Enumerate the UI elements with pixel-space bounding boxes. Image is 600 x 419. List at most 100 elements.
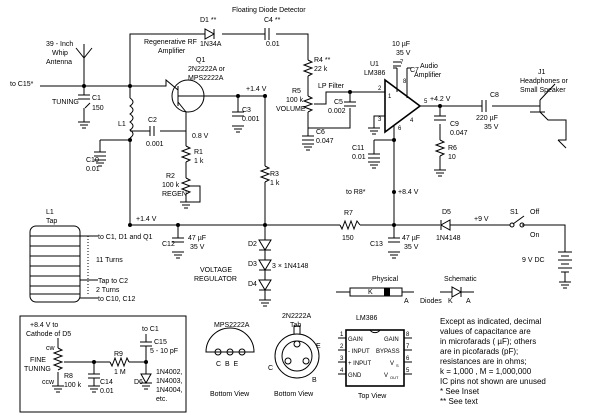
d5-value: 1N4148 bbox=[436, 235, 461, 242]
mps-bottom-view: Bottom View bbox=[210, 391, 250, 398]
lp-filter: LP Filter bbox=[318, 83, 345, 90]
d6-value1: 1N4002, bbox=[156, 369, 183, 376]
c13-value2: 35 V bbox=[404, 244, 419, 251]
pin1: 1 bbox=[388, 94, 392, 100]
diode-a2: A bbox=[466, 298, 471, 305]
c13-value1: 47 µF bbox=[402, 235, 420, 242]
turns-11: 11 Turns bbox=[96, 257, 123, 264]
c7-label: C7 bbox=[410, 67, 419, 74]
lm-input-plus: + INPUT bbox=[348, 361, 372, 367]
vreg-line2: REGULATOR bbox=[194, 276, 237, 283]
c5-label: C5 bbox=[334, 99, 343, 106]
r3-label: R3 bbox=[270, 171, 279, 178]
c11-value: 0.01 bbox=[352, 154, 366, 161]
c1-value: 150 bbox=[92, 105, 104, 112]
c4-label: C4 ** bbox=[264, 17, 281, 24]
diode-a1: A bbox=[404, 298, 409, 305]
antenna-line2: Whip bbox=[52, 50, 68, 57]
c12-value2: 35 V bbox=[190, 244, 205, 251]
lm386-title: LM386 bbox=[356, 315, 378, 322]
v14b-label: +1.4 V bbox=[136, 216, 157, 223]
s1-label: S1 bbox=[510, 209, 519, 216]
fine-tuning-line2: TUNING bbox=[24, 366, 51, 373]
inset-line2: Cathode of D5 bbox=[26, 331, 71, 338]
turns-2: 2 Turns bbox=[96, 287, 120, 294]
u1-value: LM386 bbox=[364, 70, 386, 77]
pin5: 5 bbox=[424, 99, 428, 105]
tap-to-c2: Tap to C2 bbox=[98, 278, 128, 285]
d6-value3: 1N4004, bbox=[156, 387, 183, 394]
physical-label: Physical bbox=[372, 276, 399, 283]
coil-detail bbox=[29, 225, 98, 303]
c15-label: C15 bbox=[154, 339, 167, 346]
lm-vs-sub: S bbox=[396, 363, 399, 368]
transistor-packages bbox=[205, 325, 412, 387]
note-line7: IC pins not shown are unused bbox=[440, 377, 546, 386]
note-line4: are in picofarads (pF); bbox=[440, 347, 518, 356]
pin8: 8 bbox=[403, 79, 407, 85]
ccw-label: ccw bbox=[42, 379, 55, 386]
diode-k2: K bbox=[448, 298, 453, 305]
note-line9: ** See text bbox=[440, 397, 479, 406]
lm-top-view: Top View bbox=[358, 393, 387, 400]
v14a-label: +1.4 V bbox=[246, 86, 267, 93]
audio-amp-line2: Amplifier bbox=[414, 72, 442, 79]
r6-value: 10 bbox=[448, 154, 456, 161]
l1-label: L1 bbox=[118, 121, 126, 128]
c3-value: 0.001 bbox=[242, 116, 260, 123]
coil-l1-label: L1 bbox=[46, 209, 54, 216]
c7-value1: 10 µF bbox=[392, 41, 410, 48]
d6-label: D6 bbox=[134, 379, 143, 386]
cw-label: cw bbox=[46, 345, 56, 352]
c4-value: 0.01 bbox=[266, 41, 280, 48]
c10-value: 0.01 bbox=[86, 166, 100, 173]
d3-label: D3 bbox=[248, 261, 257, 268]
diode-reference bbox=[336, 286, 474, 298]
c15-value: 5 - 10 pF bbox=[150, 348, 178, 355]
r4-label: R4 ** bbox=[314, 57, 331, 64]
tab-bottom-view: Bottom View bbox=[274, 391, 314, 398]
lm-input-minus: - INPUT bbox=[348, 349, 370, 355]
r7-label: R7 bbox=[344, 210, 353, 217]
tab-title2: Tab bbox=[290, 322, 301, 329]
lm-gnd: GND bbox=[348, 373, 362, 379]
note-line6: k = 1,000 , M = 1,000,000 bbox=[440, 367, 532, 376]
pin7: 7 bbox=[400, 60, 404, 66]
labels: Floating Diode Detector D1 ** 1N34A C4 *… bbox=[10, 7, 569, 406]
d2-label: D2 bbox=[248, 241, 257, 248]
q1-label: Q1 bbox=[196, 57, 205, 64]
regen-amp-line2: Amplifier bbox=[158, 48, 186, 55]
inset-to-c1: to C1 bbox=[142, 326, 159, 333]
lm-vout-sub: OUT bbox=[390, 375, 399, 380]
ground-symbols bbox=[78, 121, 571, 307]
d1-label: D1 ** bbox=[200, 17, 217, 24]
lm-pin6: 6 bbox=[406, 356, 410, 362]
j1-label: J1 bbox=[538, 69, 546, 76]
c14-label: C14 bbox=[100, 379, 113, 386]
lm-pin7: 7 bbox=[406, 344, 410, 350]
d1-value: 1N34A bbox=[200, 41, 222, 48]
c9-label: C9 bbox=[450, 121, 459, 128]
note-line5: resistances are in ohms; bbox=[440, 357, 527, 366]
to-c1-d1-q1: to C1, D1 and Q1 bbox=[98, 234, 153, 241]
lm-gain1: GAIN bbox=[348, 337, 363, 343]
c2-value: 0.001 bbox=[146, 141, 164, 148]
r8-value: 100 k bbox=[64, 382, 82, 389]
r8-label: R8 bbox=[64, 373, 73, 380]
switch-battery bbox=[509, 215, 572, 273]
d5-label: D5 bbox=[442, 209, 451, 216]
note-line1: Except as indicated, decimal bbox=[440, 317, 542, 326]
coil-tap-label: Tap bbox=[46, 218, 57, 225]
schematic-label: Schematic bbox=[444, 276, 477, 283]
tab-title1: 2N2222A bbox=[282, 313, 312, 320]
c11-label: C11 bbox=[352, 145, 364, 152]
lm-pin1: 1 bbox=[340, 332, 344, 338]
antenna-line3: Antenna bbox=[46, 59, 72, 66]
c1-label: C1 bbox=[92, 95, 101, 102]
capacitor-symbols bbox=[78, 28, 487, 243]
pin-e: E bbox=[316, 343, 321, 350]
c14-value: 0.01 bbox=[100, 388, 114, 395]
to-c10-c12: to C10, C12 bbox=[98, 296, 135, 303]
